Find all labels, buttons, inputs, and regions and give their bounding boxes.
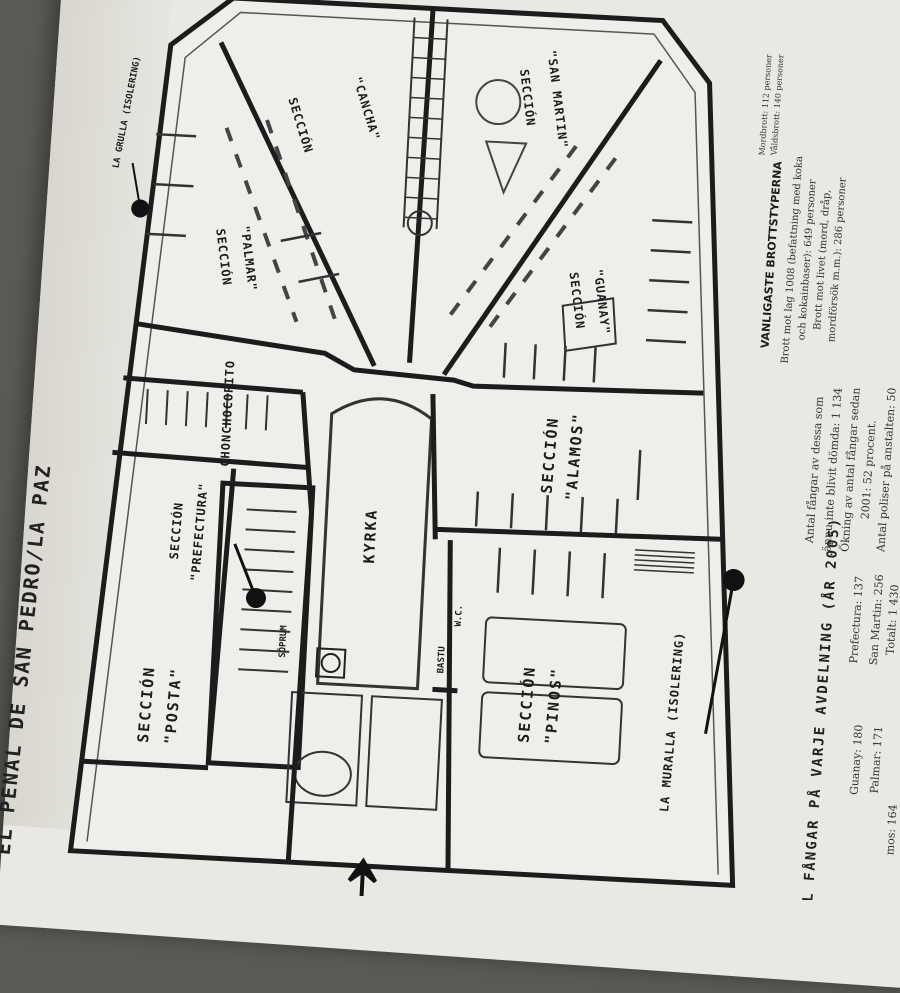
svg-text:2001: 52 procent.: 2001: 52 procent. <box>859 420 879 520</box>
svg-text:TAL FÅNGAR PÅ VARJE AVDELNING: TAL FÅNGAR PÅ VARJE AVDELNING (ÅR 2005) <box>798 516 843 900</box>
svg-text:Guanay: 180: Guanay: 180 <box>848 724 866 795</box>
svg-text:San Martin: 256: San Martin: 256 <box>867 574 886 666</box>
svg-text:SECCIÓN: SECCIÓN <box>517 68 539 127</box>
svg-text:SECCIÓN: SECCIÓN <box>213 228 235 287</box>
wc-label: W.C. <box>454 605 465 627</box>
svg-text:Antal poliser på anstalten: 50: Antal poliser på anstalten: 50 <box>874 387 899 553</box>
chonchocorito-label: CHONCHOCORITO <box>218 360 238 468</box>
svg-text:SECCIÓN: SECCIÓN <box>166 501 186 560</box>
outer-wall <box>67 0 736 889</box>
bastu-label: BASTU <box>436 646 447 674</box>
sotano-label: SÓPRUM <box>276 624 290 658</box>
svg-text:Prefectura: 137: Prefectura: 137 <box>847 576 866 664</box>
svg-text:VANLIGASTE BROTTSTYPERNA: VANLIGASTE BROTTSTYPERNA <box>758 160 784 348</box>
svg-text:mos: 164: mos: 164 <box>883 804 900 856</box>
svg-text:SECCIÓN: SECCIÓN <box>566 271 588 330</box>
sidebar-text: TAL FÅNGAR PÅ VARJE AVDELNING (ÅR 2005) … <box>757 54 900 900</box>
svg-text:Palmar: 171: Palmar: 171 <box>868 726 886 794</box>
kyrka-label: KYRKA <box>360 508 381 564</box>
la-grulla-marker <box>131 199 150 218</box>
plan-title: EL PENAL DE SAN PEDRO/LA PAZ <box>0 463 56 857</box>
la-grulla-label: LA GRULLA (ISOLERING) <box>111 56 143 170</box>
prison-floor-plan: SECCIÓN "CANCHA" SECCIÓN "SAN MARTIN" SE… <box>0 0 900 900</box>
svg-text:Totalt: 1 430: Totalt: 1 430 <box>884 584 900 655</box>
entrance-arrow <box>347 857 378 897</box>
